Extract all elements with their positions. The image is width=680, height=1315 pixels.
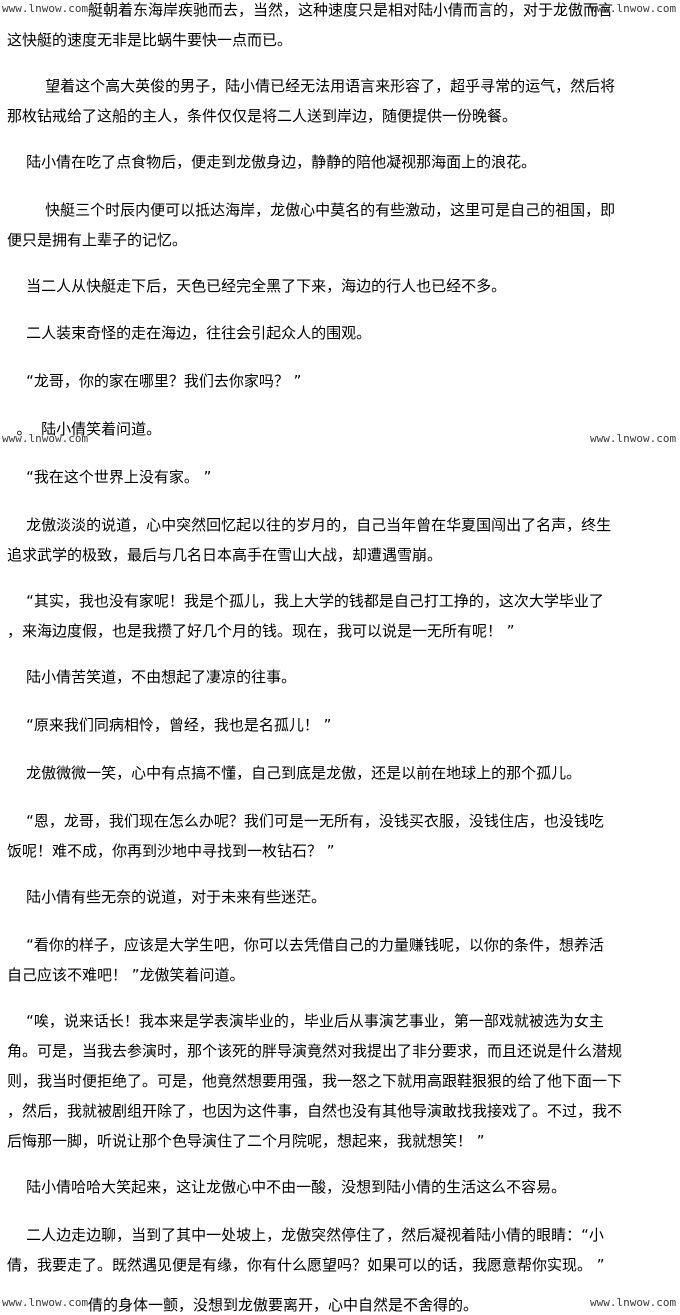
paragraph-line: 便只是拥有上辈子的记忆。	[7, 231, 188, 249]
paragraph-line: 饭呢！难不成，你再到沙地中寻找到一枚钻石？ ”	[7, 842, 335, 860]
paragraph-line: 陆小倩苦笑道，不由想起了凄凉的往事。	[7, 668, 297, 686]
paragraph-line: 艇朝着东海岸疾驰而去，当然，这种速度只是相对陆小倩而言的，对于龙傲而言	[7, 1, 614, 19]
paragraph-line: 龙傲微微一笑，心中有点搞不懂，自己到底是龙傲，还是以前在地球上的那个孤儿。	[7, 764, 582, 782]
watermark-bottom-left: www.lnwow.com	[2, 1296, 89, 1309]
paragraph-line: “我在这个世界上没有家。 ”	[7, 468, 212, 486]
paragraph-line: 陆小倩有些无奈的说道，对于未来有些迷茫。	[7, 888, 327, 906]
paragraph-line: 这快艇的速度无非是比蜗牛要快一点而已。	[7, 31, 293, 49]
paragraph-line: “恩，龙哥，我们现在怎么办呢？我们可是一无所有，没钱买衣服，没钱住店，也没钱吃	[7, 812, 604, 830]
paragraph-line: 陆小倩在吃了点食物后，便走到龙傲身边，静静的陪他凝视那海面上的浪花。	[7, 153, 537, 171]
paragraph-line: ，然后，我就被剧组开除了，也因为这件事，自然也没有其他导演敢找我接戏了。不过，我…	[7, 1102, 623, 1120]
paragraph-line: “唉，说来话长！我本来是学表演毕业的，毕业后从事演艺事业，第一部戏就被选为女主	[7, 1012, 604, 1030]
paragraph-line: “龙哥，你的家在哪里？我们去你家吗？ ”	[7, 372, 302, 390]
paragraph-line: 二人边走边聊，当到了其中一处坡上，龙傲突然停住了，然后凝视着陆小倩的眼睛：“小	[7, 1226, 604, 1244]
paragraph-line: “其实，我也没有家呢！我是个孤儿，我上大学的钱都是自己打工挣的，这次大学毕业了	[7, 592, 604, 610]
paragraph-line: 则，我当时便拒绝了。可是，他竟然想要用强，我一怒之下就用高跟鞋狠狠的给了他下面一…	[7, 1072, 623, 1090]
paragraph-line: 后悔那一脚，听说让那个色导演住了二个月院呢，想起来，我就想笑！ ”	[7, 1132, 485, 1150]
paragraph-line: 倩的身体一颤，没想到龙傲要离开，心中自然是不舍得的。	[7, 1296, 479, 1314]
watermark-top-right: www.lnwow.com	[590, 2, 677, 15]
watermark-top-left: www.lnwow.com	[2, 2, 89, 15]
watermark-mid-left: www.lnwow.com	[2, 432, 89, 445]
paragraph-line: 自己应该不难吧！ ”龙傲笑着问道。	[7, 966, 245, 984]
paragraph-line: 角。可是，当我去参演时，那个该死的胖导演竟然对我提出了非分要求，而且还说是什么潜…	[7, 1042, 623, 1060]
paragraph-line: 陆小倩哈哈大笑起来，这让龙傲心中不由一酸，没想到陆小倩的生活这么不容易。	[7, 1178, 567, 1196]
paragraph-line: 二人装束奇怪的走在海边，往往会引起众人的围观。	[7, 324, 372, 342]
paragraph-line: 。 陆小倩笑着问道。	[7, 420, 162, 438]
paragraph-line: 龙傲淡淡的说道，心中突然回忆起以往的岁月的，自己当年曾在华夏国闯出了名声，终生	[7, 516, 612, 534]
paragraph-line: 当二人从快艇走下后，天色已经完全黑了下来，海边的行人也已经不多。	[7, 277, 507, 295]
paragraph-line: 快艇三个时辰内便可以抵达海岸，龙傲心中莫名的有些激动，这里可是自己的祖国，即	[7, 201, 616, 219]
paragraph-line: 追求武学的极致，最后与几名日本高手在雪山大战，却遭遇雪崩。	[7, 546, 443, 564]
watermark-bottom-right: www.lnwow.com	[590, 1296, 677, 1309]
paragraph-line: 那枚钻戒给了这船的主人，条件仅仅是将二人送到岸边，随便提供一份晚餐。	[7, 107, 518, 125]
paragraph-line: 望着这个高大英俊的男子，陆小倩已经无法用语言来形容了，超乎寻常的运气，然后将	[7, 77, 616, 95]
paragraph-line: 倩，我要走了。既然遇见便是有缘，你有什么愿望吗？如果可以的话，我愿意帮你实现。 …	[7, 1256, 605, 1274]
paragraph-line: ，来海边度假，也是我攒了好几个月的钱。现在，我可以说是一无所有呢！ ”	[7, 622, 515, 640]
watermark-mid-right: www.lnwow.com	[590, 432, 677, 445]
paragraph-line: “原来我们同病相怜，曾经，我也是名孤儿！ ”	[7, 716, 332, 734]
paragraph-line: “看你的样子，应该是大学生吧，你可以去凭借自己的力量赚钱呢，以你的条件，想养活	[7, 936, 604, 954]
